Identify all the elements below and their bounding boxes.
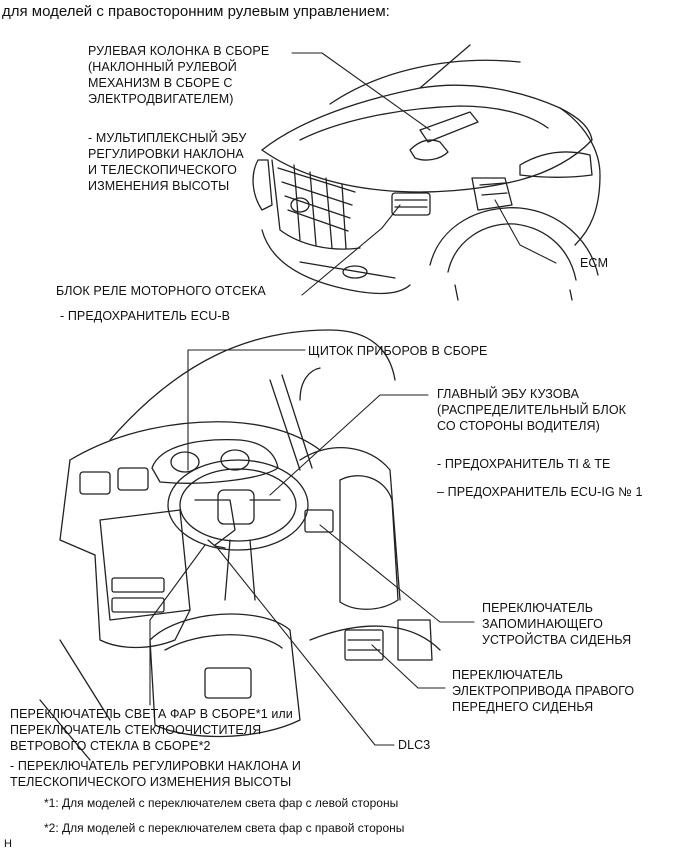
label-main-body-ecu: ГЛАВНЫЙ ЭБУ КУЗОВА (РАСПРЕДЕЛИТЕЛЬНЫЙ БЛ… (437, 387, 627, 433)
page-title: для моделей с правосторонним рулевым упр… (2, 3, 390, 20)
footnote-2: *2: Для моделей с переключателем света ф… (44, 821, 405, 835)
label-dlc3: DLC3 (398, 738, 431, 752)
label-multiplex-ecu: - МУЛЬТИПЛЕКСНЫЙ ЭБУ РЕГУЛИРОВКИ НАКЛОНА… (88, 131, 247, 193)
label-fuse-ecu-ig: – ПРЕДОХРАНИТЕЛЬ ECU-IG № 1 (437, 485, 643, 499)
top-leader-lines (291, 52, 557, 296)
bottom-leader-lines (149, 349, 475, 746)
label-seat-memory-switch: ПЕРЕКЛЮЧАТЕЛЬ ЗАПОМИНАЮЩЕГО УСТРОЙСТВА С… (482, 601, 632, 647)
label-engine-relay-block: БЛОК РЕЛЕ МОТОРНОГО ОТСЕКА (56, 284, 266, 298)
car-front-drawing (252, 44, 601, 301)
label-ecm: ECM (580, 256, 609, 270)
label-power-seat-switch: ПЕРЕКЛЮЧАТЕЛЬ ЭЛЕКТРОПРИВОДА ПРАВОГО ПЕР… (452, 668, 635, 714)
label-instrument-cluster: ЩИТОК ПРИБОРОВ В СБОРЕ (308, 344, 488, 358)
interior-drawing (39, 329, 441, 761)
corner-mark: H (4, 838, 12, 850)
label-tilt-switch: - ПЕРЕКЛЮЧАТЕЛЬ РЕГУЛИРОВКИ НАКЛОНА И ТЕ… (10, 759, 301, 789)
label-steering-column: РУЛЕВАЯ КОЛОНКА В СБОРЕ (НАКЛОННЫЙ РУЛЕВ… (88, 44, 270, 106)
label-headlight-switch: ПЕРЕКЛЮЧАТЕЛЬ СВЕТА ФАР В СБОРЕ*1 или ПЕ… (10, 707, 293, 753)
label-fuse-ecu-b: - ПРЕДОХРАНИТЕЛЬ ECU-B (60, 309, 231, 323)
footnote-1: *1: Для моделей с переключателем света ф… (44, 796, 399, 810)
label-fuse-ti-te: - ПРЕДОХРАНИТЕЛЬ TI & TE (437, 457, 611, 471)
